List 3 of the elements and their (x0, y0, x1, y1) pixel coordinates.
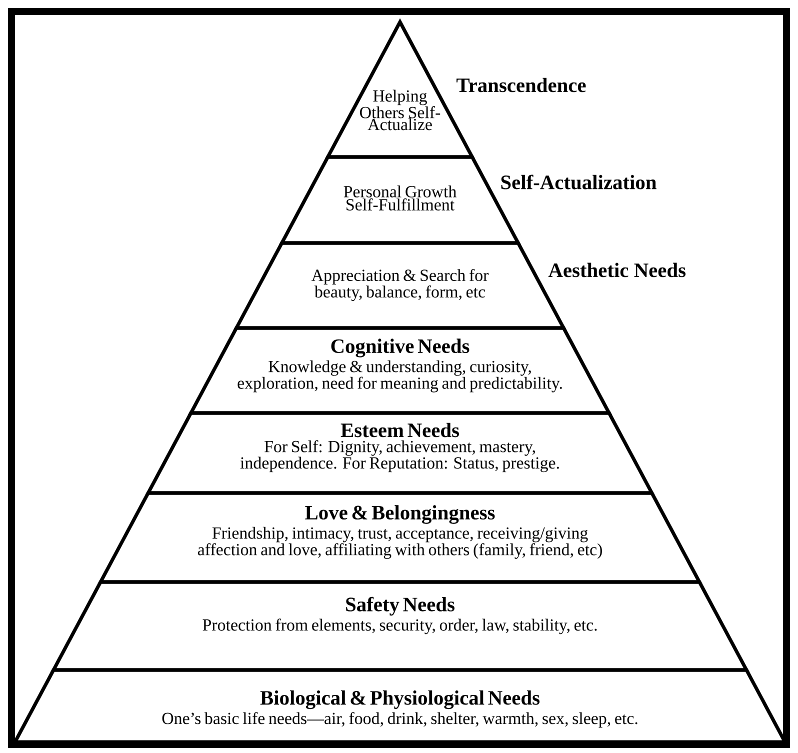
node-label: Aesthetic Needs (548, 262, 686, 278)
node-label: Transcendence (456, 78, 586, 92)
node-label: Self-Actualization (501, 174, 656, 190)
